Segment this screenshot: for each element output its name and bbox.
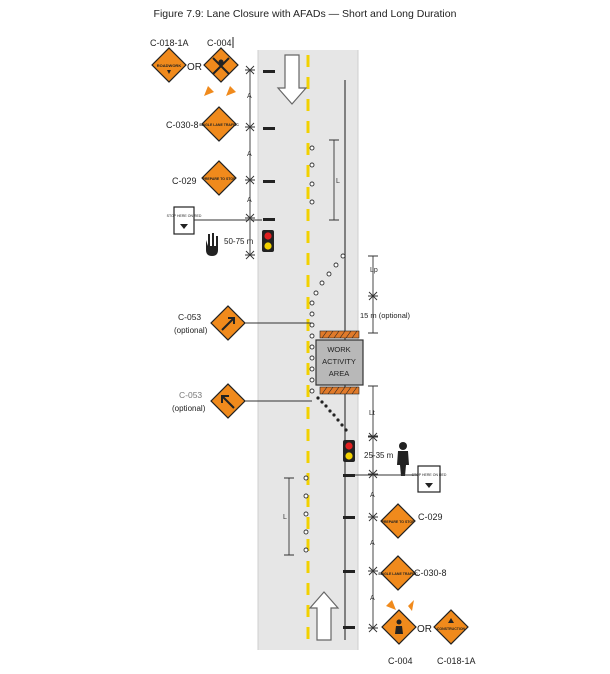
code-c030-bottom: C-030-8 bbox=[414, 568, 447, 578]
taper-dots-lower bbox=[316, 396, 348, 432]
svg-text:A: A bbox=[247, 197, 252, 204]
sign-c029-bottom: PREPARE TO STOP bbox=[380, 503, 416, 539]
figure-title: Figure 7.9: Lane Closure with AFADs — Sh… bbox=[153, 8, 457, 20]
sign-c018-bottom: CONSTRUCTION bbox=[433, 609, 469, 645]
sign-text: STOP HERE ON RED bbox=[412, 473, 447, 477]
svg-text:A: A bbox=[370, 540, 375, 547]
sign-c030-top: SINGLE LANE TRAFFIC bbox=[199, 106, 239, 142]
sign-text: WORK bbox=[327, 345, 350, 354]
sign-c029-top: PREPARE TO STOP bbox=[201, 160, 237, 196]
svg-text:A: A bbox=[370, 492, 375, 499]
svg-text:A: A bbox=[247, 151, 252, 158]
taper-cones-upper bbox=[309, 253, 346, 394]
sign-text: CONSTRUCTION bbox=[437, 627, 466, 631]
svg-text:L: L bbox=[336, 178, 340, 185]
code-c018-bottom: C-018-1A bbox=[437, 656, 476, 666]
dist-50-75: 50-75 m bbox=[224, 237, 254, 246]
c053-top-optional: (optional) bbox=[174, 326, 208, 335]
cones-upper bbox=[309, 145, 315, 205]
flagger-person-icon bbox=[397, 442, 409, 476]
sign-text: ACTIVITY bbox=[322, 357, 356, 366]
sign-text: STOP HERE ON RED bbox=[167, 214, 202, 218]
code-c029-top: C-029 bbox=[172, 176, 197, 186]
sign-c053-bottom bbox=[210, 383, 246, 419]
traffic-signal-bottom bbox=[343, 440, 355, 462]
arrow-down-icon bbox=[276, 54, 308, 105]
code-c004-bottom: C-004 bbox=[388, 656, 413, 666]
sign-c018-top: ROADWORK bbox=[151, 47, 187, 83]
sign-text: SINGLE LANE TRAFFIC bbox=[378, 572, 418, 576]
arrow-up-icon bbox=[308, 591, 340, 641]
c053-bottom-optional: (optional) bbox=[172, 404, 206, 413]
l-label: L bbox=[283, 514, 287, 521]
sign-text: SINGLE LANE TRAFFIC bbox=[199, 123, 239, 127]
code-c004-top: C-004 bbox=[207, 38, 232, 48]
lp-label: Lp bbox=[370, 267, 378, 274]
dist-25-35: 25-35 m bbox=[364, 451, 394, 460]
code-c053-bottom: C-053 bbox=[179, 390, 202, 400]
sign-c053-top bbox=[210, 305, 246, 341]
code-c030-top: C-030-8 bbox=[166, 120, 199, 130]
cones-lower bbox=[303, 475, 309, 553]
code-c053-top: C-053 bbox=[178, 312, 201, 322]
sign-stop-here-top: STOP HERE ON RED bbox=[167, 206, 202, 235]
code-c018-top: C-018-1A bbox=[150, 38, 189, 48]
sign-text: AREA bbox=[329, 369, 349, 378]
or-top: OR bbox=[187, 62, 202, 73]
sign-text: PREPARE TO STOP bbox=[382, 520, 416, 524]
work-activity-area: WORK ACTIVITY AREA bbox=[315, 330, 364, 395]
code-c029-bottom: C-029 bbox=[418, 512, 443, 522]
hand-stop-icon bbox=[206, 233, 218, 256]
sign-stop-here-bottom: STOP HERE ON RED bbox=[412, 465, 447, 493]
svg-text:A: A bbox=[247, 93, 252, 100]
sign-c030-bottom: SINGLE LANE TRAFFIC bbox=[378, 555, 418, 591]
traffic-signal-top bbox=[262, 230, 274, 252]
svg-text:A: A bbox=[370, 595, 375, 602]
lt-label: Lt bbox=[369, 410, 375, 417]
sign-text: ROADWORK bbox=[157, 63, 182, 68]
sign-c004-flagger-bottom bbox=[381, 600, 417, 645]
or-bottom: OR bbox=[417, 624, 432, 635]
buffer-top: 15 m (optional) bbox=[360, 311, 411, 320]
sign-text: PREPARE TO STOP bbox=[203, 177, 237, 181]
sign-c004-flagger-top bbox=[203, 47, 239, 96]
